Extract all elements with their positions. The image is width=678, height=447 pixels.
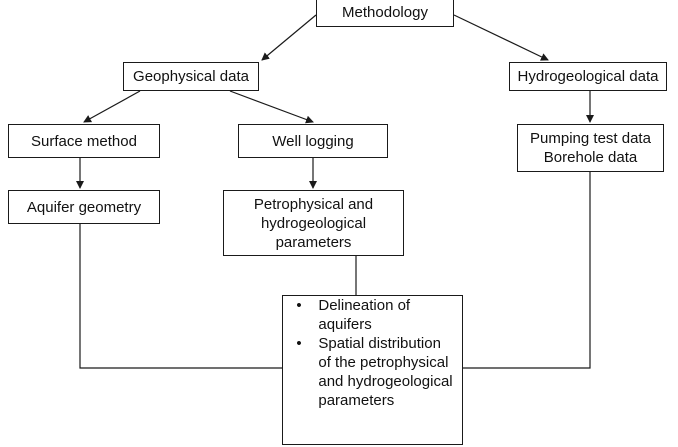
node-aquifer-geometry: Aquifer geometry — [8, 190, 160, 224]
arrow-geophysical-to-well-logging — [229, 90, 314, 124]
node-geophysical-data-label: Geophysical data — [133, 68, 249, 85]
node-methodology-label: Methodology — [342, 3, 428, 21]
node-hydrogeological-data: Hydrogeological data — [509, 62, 667, 91]
outcome-1-line-1: Delineation of — [318, 297, 411, 314]
outcomes-list: Delineation of aquifers Spatial distribu… — [288, 296, 456, 410]
node-methodology: Methodology — [316, 0, 454, 27]
connector-aquifer-to-outcomes — [79, 224, 282, 369]
node-surface-method-label: Surface method — [31, 132, 137, 150]
arrow-methodology-to-hydrogeological — [453, 14, 549, 61]
arrow-methodology-to-geophysical — [261, 14, 317, 61]
outcome-item-delineation: Delineation of aquifers — [294, 296, 452, 334]
node-hydrogeological-data-label: Hydrogeological data — [517, 68, 659, 85]
connector-pumping-to-outcomes — [463, 172, 591, 369]
outcome-2-line-2: of the petrophysical — [318, 354, 449, 371]
node-well-logging: Well logging — [238, 124, 388, 158]
outcome-2-line-4: parameters — [318, 392, 395, 409]
arrow-geophysical-to-surface — [83, 90, 141, 123]
outcome-1-line-2: aquifers — [318, 316, 372, 333]
node-well-logging-label: Well logging — [272, 132, 354, 150]
outcome-2-line-3: and hydrogeological — [318, 373, 453, 390]
node-petrophysical-line-3: parameters — [275, 233, 352, 251]
node-pumping-borehole: Pumping test data Borehole data — [517, 124, 664, 172]
node-petrophysical-line-2: hydrogeological — [260, 214, 367, 232]
node-petrophysical-line-1: Petrophysical and — [253, 195, 374, 213]
node-outcomes: Delineation of aquifers Spatial distribu… — [282, 295, 463, 445]
node-aquifer-geometry-label: Aquifer geometry — [26, 198, 142, 216]
node-pumping-line-2: Borehole data — [543, 149, 638, 166]
node-surface-method: Surface method — [8, 124, 160, 158]
node-pumping-line-1: Pumping test data — [530, 130, 651, 147]
outcome-2-line-1: Spatial distribution — [318, 335, 441, 352]
outcome-item-spatial-distribution: Spatial distribution of the petrophysica… — [294, 334, 452, 410]
node-geophysical-data: Geophysical data — [123, 62, 259, 91]
node-petrophysical-parameters: Petrophysical and hydrogeological parame… — [223, 190, 404, 256]
